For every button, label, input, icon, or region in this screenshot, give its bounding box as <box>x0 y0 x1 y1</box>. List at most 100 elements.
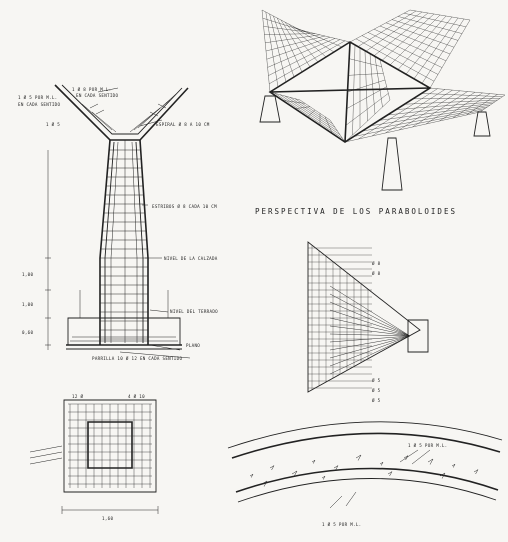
mesh-line <box>289 97 336 128</box>
aggregate-mark <box>380 462 384 466</box>
mesh-line <box>425 92 476 125</box>
corner-node <box>407 319 429 353</box>
corner-triangle <box>307 241 421 393</box>
mesh-line <box>379 59 391 101</box>
aggregate-mark <box>357 454 362 461</box>
column-dim-3: 0,60 <box>22 330 33 335</box>
fan-bar <box>329 317 411 337</box>
mesh-line <box>292 25 335 53</box>
mesh-line <box>284 95 338 132</box>
mesh-line <box>466 94 498 116</box>
aggregate-mark <box>293 470 298 477</box>
mesh-line <box>412 91 468 128</box>
aggregate-mark <box>321 475 326 479</box>
mesh-line <box>299 29 351 43</box>
corner-note-5: Ø 5 <box>372 398 381 403</box>
aggregate-mark <box>405 455 409 461</box>
aggregate-mark <box>429 458 434 465</box>
mesh-line <box>370 106 488 126</box>
column-note-road-level: NIVEL DE LA CALZADA <box>164 256 218 261</box>
column-note-right: ESPIRAL Ø 8 A 10 CM <box>156 122 210 127</box>
column-note-grid: PARRILLA 10 Ø 12 EN CADA SENTIDO <box>92 356 182 361</box>
fan-bar <box>329 335 411 375</box>
arch-aggregate <box>249 454 479 487</box>
mesh-line <box>374 56 383 108</box>
mesh-line <box>265 34 321 43</box>
mesh-line <box>452 93 491 119</box>
mesh-line <box>299 99 331 121</box>
arch-note-bottom: 1 Ø 5 POR M.L. <box>322 522 362 527</box>
corner-fan <box>329 285 411 375</box>
aggregate-mark <box>291 470 298 475</box>
column-section: 1 Ø 8 POR M.L. EN CADA SENTIDO 1 Ø 5 POR… <box>18 84 218 361</box>
aggregate-mark <box>333 465 339 469</box>
footing-leaders <box>29 445 63 465</box>
corner-note-2: Ø 8 <box>372 271 381 276</box>
aggregate-mark <box>473 469 479 473</box>
mesh-line <box>261 9 301 31</box>
fan-bar <box>329 285 411 337</box>
mesh-line <box>409 9 471 21</box>
mesh-line <box>379 25 451 55</box>
column-note-base: PLANO <box>186 343 200 348</box>
column-note-floor-level: NIVEL DEL TERRADO <box>170 309 218 314</box>
footing-outline <box>63 399 157 493</box>
aggregate-mark <box>475 469 479 475</box>
footing-dimension: 1,60 <box>102 516 113 521</box>
mesh-line <box>294 98 333 124</box>
aggregate-mark <box>355 454 362 459</box>
aggregate-mark <box>322 476 326 480</box>
fan-bar <box>329 325 411 337</box>
aggregate-mark <box>389 471 393 477</box>
mesh-line <box>391 19 459 41</box>
mesh-line <box>378 105 491 121</box>
column-note-left-2: EN CADA SENTIDO <box>18 102 60 107</box>
mesh-line <box>429 19 471 89</box>
fan-bar <box>329 301 411 337</box>
aggregate-mark <box>387 471 393 475</box>
column-note-top-2: EN CADA SENTIDO <box>76 93 118 98</box>
mesh-line <box>263 26 311 33</box>
mesh-line <box>397 16 463 34</box>
arch-leaders <box>329 449 431 509</box>
column-shaft <box>99 139 149 345</box>
mesh-line <box>264 33 316 35</box>
mesh-line <box>403 13 467 27</box>
mesh-line <box>265 35 326 52</box>
footing-column-outline <box>87 421 133 469</box>
corner-note-1: Ø 8 <box>372 261 381 266</box>
mesh-line <box>421 18 465 84</box>
fan-bar <box>329 335 411 351</box>
aggregate-mark <box>263 480 268 487</box>
aggregate-mark <box>271 465 275 471</box>
perspective-edges <box>268 41 432 143</box>
arch-top-edge <box>227 421 503 449</box>
mesh-line <box>413 17 459 79</box>
column-leaders <box>97 87 191 359</box>
aggregate-mark <box>261 480 268 485</box>
aggregate-mark <box>311 459 316 463</box>
mesh-line <box>353 110 483 137</box>
fan-bar <box>329 335 411 367</box>
column-note-left-1: 1 Ø 5 POR M.L. <box>18 95 58 100</box>
mesh-line <box>361 108 486 132</box>
footing-grid <box>68 403 152 488</box>
paraboloid-perspective: PERSPECTIVA DE LOS PARABOLOIDES <box>255 9 506 216</box>
aggregate-mark <box>403 455 409 459</box>
aggregate-mark <box>379 461 384 465</box>
mesh-line <box>479 94 506 113</box>
column-stub-left <box>259 95 281 123</box>
corner-note-3: Ø 5 <box>372 378 381 383</box>
mesh-line <box>405 16 453 75</box>
fan-bar <box>329 335 411 359</box>
arch-section: 1 Ø 5 POR M.L. 1 Ø 5 POR M.L. <box>227 421 503 527</box>
arch-top-bar <box>231 432 501 459</box>
arch-bottom-bar <box>235 467 499 493</box>
column-note-stirrups: ESTRIBOS Ø 8 CADA 10 CM <box>152 204 217 209</box>
footing-plan: 12 Ø 4 Ø 10 1,60 <box>29 394 159 521</box>
aggregate-mark <box>427 458 434 463</box>
footing-note-2: 4 Ø 10 <box>128 394 145 399</box>
arch-bottom-edge <box>237 478 497 503</box>
fan-bar <box>329 333 411 337</box>
